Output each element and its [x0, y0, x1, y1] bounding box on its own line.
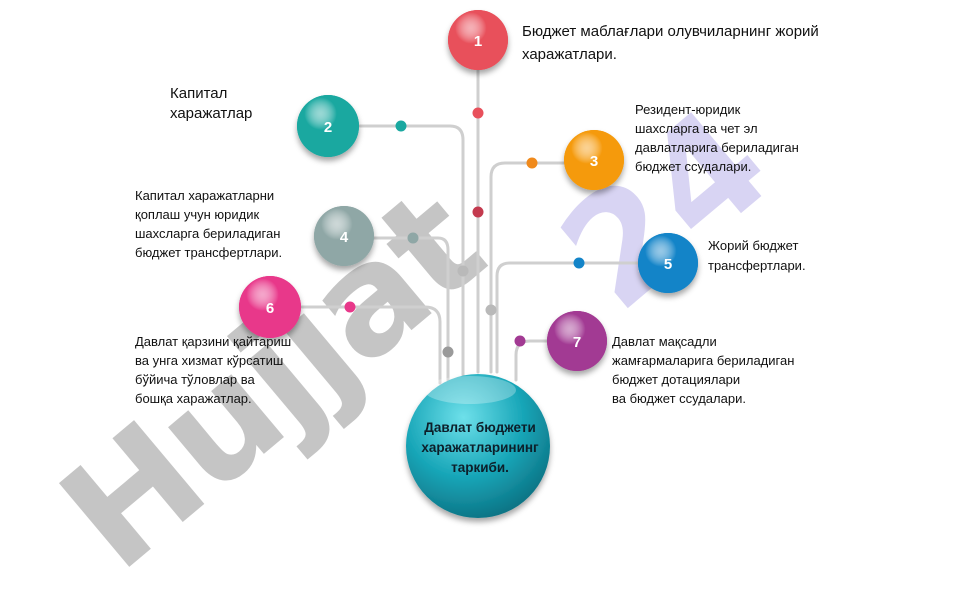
- node-6-ball-shine: [239, 276, 301, 338]
- dot-grey-b: [485, 304, 497, 316]
- node-1-ball: 1: [448, 10, 508, 70]
- connector-line-5: [495, 261, 642, 374]
- connector-line-3: [489, 161, 568, 374]
- node-2-ball-shine: [297, 95, 359, 157]
- node-6-ball: 6: [239, 276, 301, 338]
- node-2-number: 2: [324, 119, 332, 136]
- dot-grey-a: [457, 265, 469, 277]
- dot-3: [526, 157, 538, 169]
- node-4-ball: 4: [314, 206, 374, 266]
- label-node-7: Давлат мақсадли жамғармаларига бериладиг…: [612, 334, 795, 406]
- dot-6: [344, 301, 356, 313]
- label-node-2: Капитал харажатлар: [170, 85, 253, 122]
- connector-line-6: [300, 305, 442, 385]
- node-3-number: 3: [590, 153, 598, 170]
- dot-grey-c: [442, 346, 454, 358]
- label-node-1: Бюджет маблағлари олувчиларнинг жорий ха…: [522, 23, 819, 63]
- connector-line-7: [514, 339, 550, 382]
- junction-dots: [344, 107, 585, 358]
- node-7-number: 7: [573, 334, 581, 351]
- node-4-number: 4: [340, 229, 349, 246]
- label-node-3: Резидент-юридик шахсларга ва чет эл давл…: [635, 102, 799, 174]
- node-7-ball: 7: [547, 311, 607, 371]
- connector-lines: [300, 66, 642, 385]
- dot-1: [472, 107, 484, 119]
- dot-7: [514, 335, 526, 347]
- node-6-number: 6: [266, 300, 274, 317]
- node-5-number: 5: [664, 256, 672, 273]
- node-4-ball-shine: [314, 206, 374, 266]
- node-7-ball-shine: [547, 311, 607, 371]
- node-1-number: 1: [474, 33, 482, 50]
- dot-5: [573, 257, 585, 269]
- connector-line-2: [358, 124, 465, 377]
- dot-4: [407, 232, 419, 244]
- center-title: Давлат бюджети харажатларининг таркиби.: [421, 420, 539, 475]
- node-2-ball: 2: [297, 95, 359, 157]
- label-node-4: Капитал харажатларни қоплаш учун юридик …: [135, 188, 283, 260]
- center-node: [406, 374, 550, 518]
- node-5-ball: 5: [638, 233, 698, 293]
- dot-2: [395, 120, 407, 132]
- node-5-ball-shine: [638, 233, 698, 293]
- label-node-6: Давлат қарзини қайтариш ва унга хизмат к…: [135, 334, 292, 406]
- node-3-ball-shine: [564, 130, 624, 190]
- diagram-canvas: 1 2 3 4 5 6 7: [239, 10, 698, 518]
- node-1-ball-shine: [448, 10, 508, 70]
- dot-1b: [472, 206, 484, 218]
- node-3-ball: 3: [564, 130, 624, 190]
- label-node-5: Жорий бюджет трансфертлари.: [708, 238, 806, 273]
- connector-line-4: [372, 236, 450, 382]
